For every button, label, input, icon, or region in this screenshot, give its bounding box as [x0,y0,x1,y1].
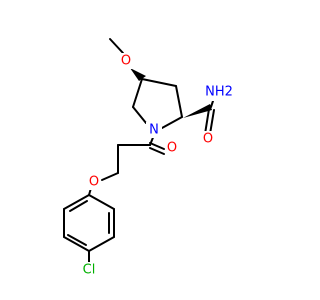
atom-amide-oxygen: O [201,131,215,147]
bond-c3-c2 [175,85,183,118]
bond-n-c5 [132,106,147,124]
bond-ar-inner-c [69,200,88,212]
bond-ch2-ether-o [101,172,119,181]
amide-oxygen-label: O [203,132,213,147]
bond-acyl-c-o-1 [149,142,165,150]
bond-ar-inner-b [67,234,87,246]
atom-amide-nh2: NH2 [205,84,233,101]
bond-ar-1-2 [88,194,115,210]
bond-o-c4-wedge [130,68,146,81]
ether-oxygen-label: O [89,175,99,190]
bond-ar-3-4 [88,236,115,252]
bond-c2-n [161,116,183,129]
atom-ether-oxygen: O [87,174,101,190]
bond-acyl-c-o-2 [149,147,165,155]
bond-methyl-o [109,38,124,54]
bond-c4-c3 [141,78,177,87]
atom-ring-nitrogen: N [146,122,162,138]
atom-methoxy-oxygen: O [119,53,133,69]
amide-nh2-label: NH2 [205,85,233,100]
atom-chlorine: Cl [79,262,99,278]
bond-c5-c4 [132,78,143,108]
ring-nitrogen-label: N [149,123,159,138]
bond-ar-4-5 [63,236,90,252]
bond-amide-c-o-1 [204,108,210,135]
bond-amide-c-n [210,100,214,108]
bond-ar-6-1 [63,194,90,210]
atom-labels: O N NH2 O O O Cl [79,53,233,278]
chlorine-label: Cl [83,263,96,278]
ketone-oxygen-label: O [167,141,177,156]
bond-c2-amide-wedge [183,104,212,118]
methoxy-oxygen-label: O [121,54,131,69]
atom-ketone-oxygen: O [165,140,179,156]
bond-amide-c-o-2 [209,109,215,135]
structure-canvas: O N NH2 O O O Cl [63,38,233,278]
bond-layer [63,38,215,263]
